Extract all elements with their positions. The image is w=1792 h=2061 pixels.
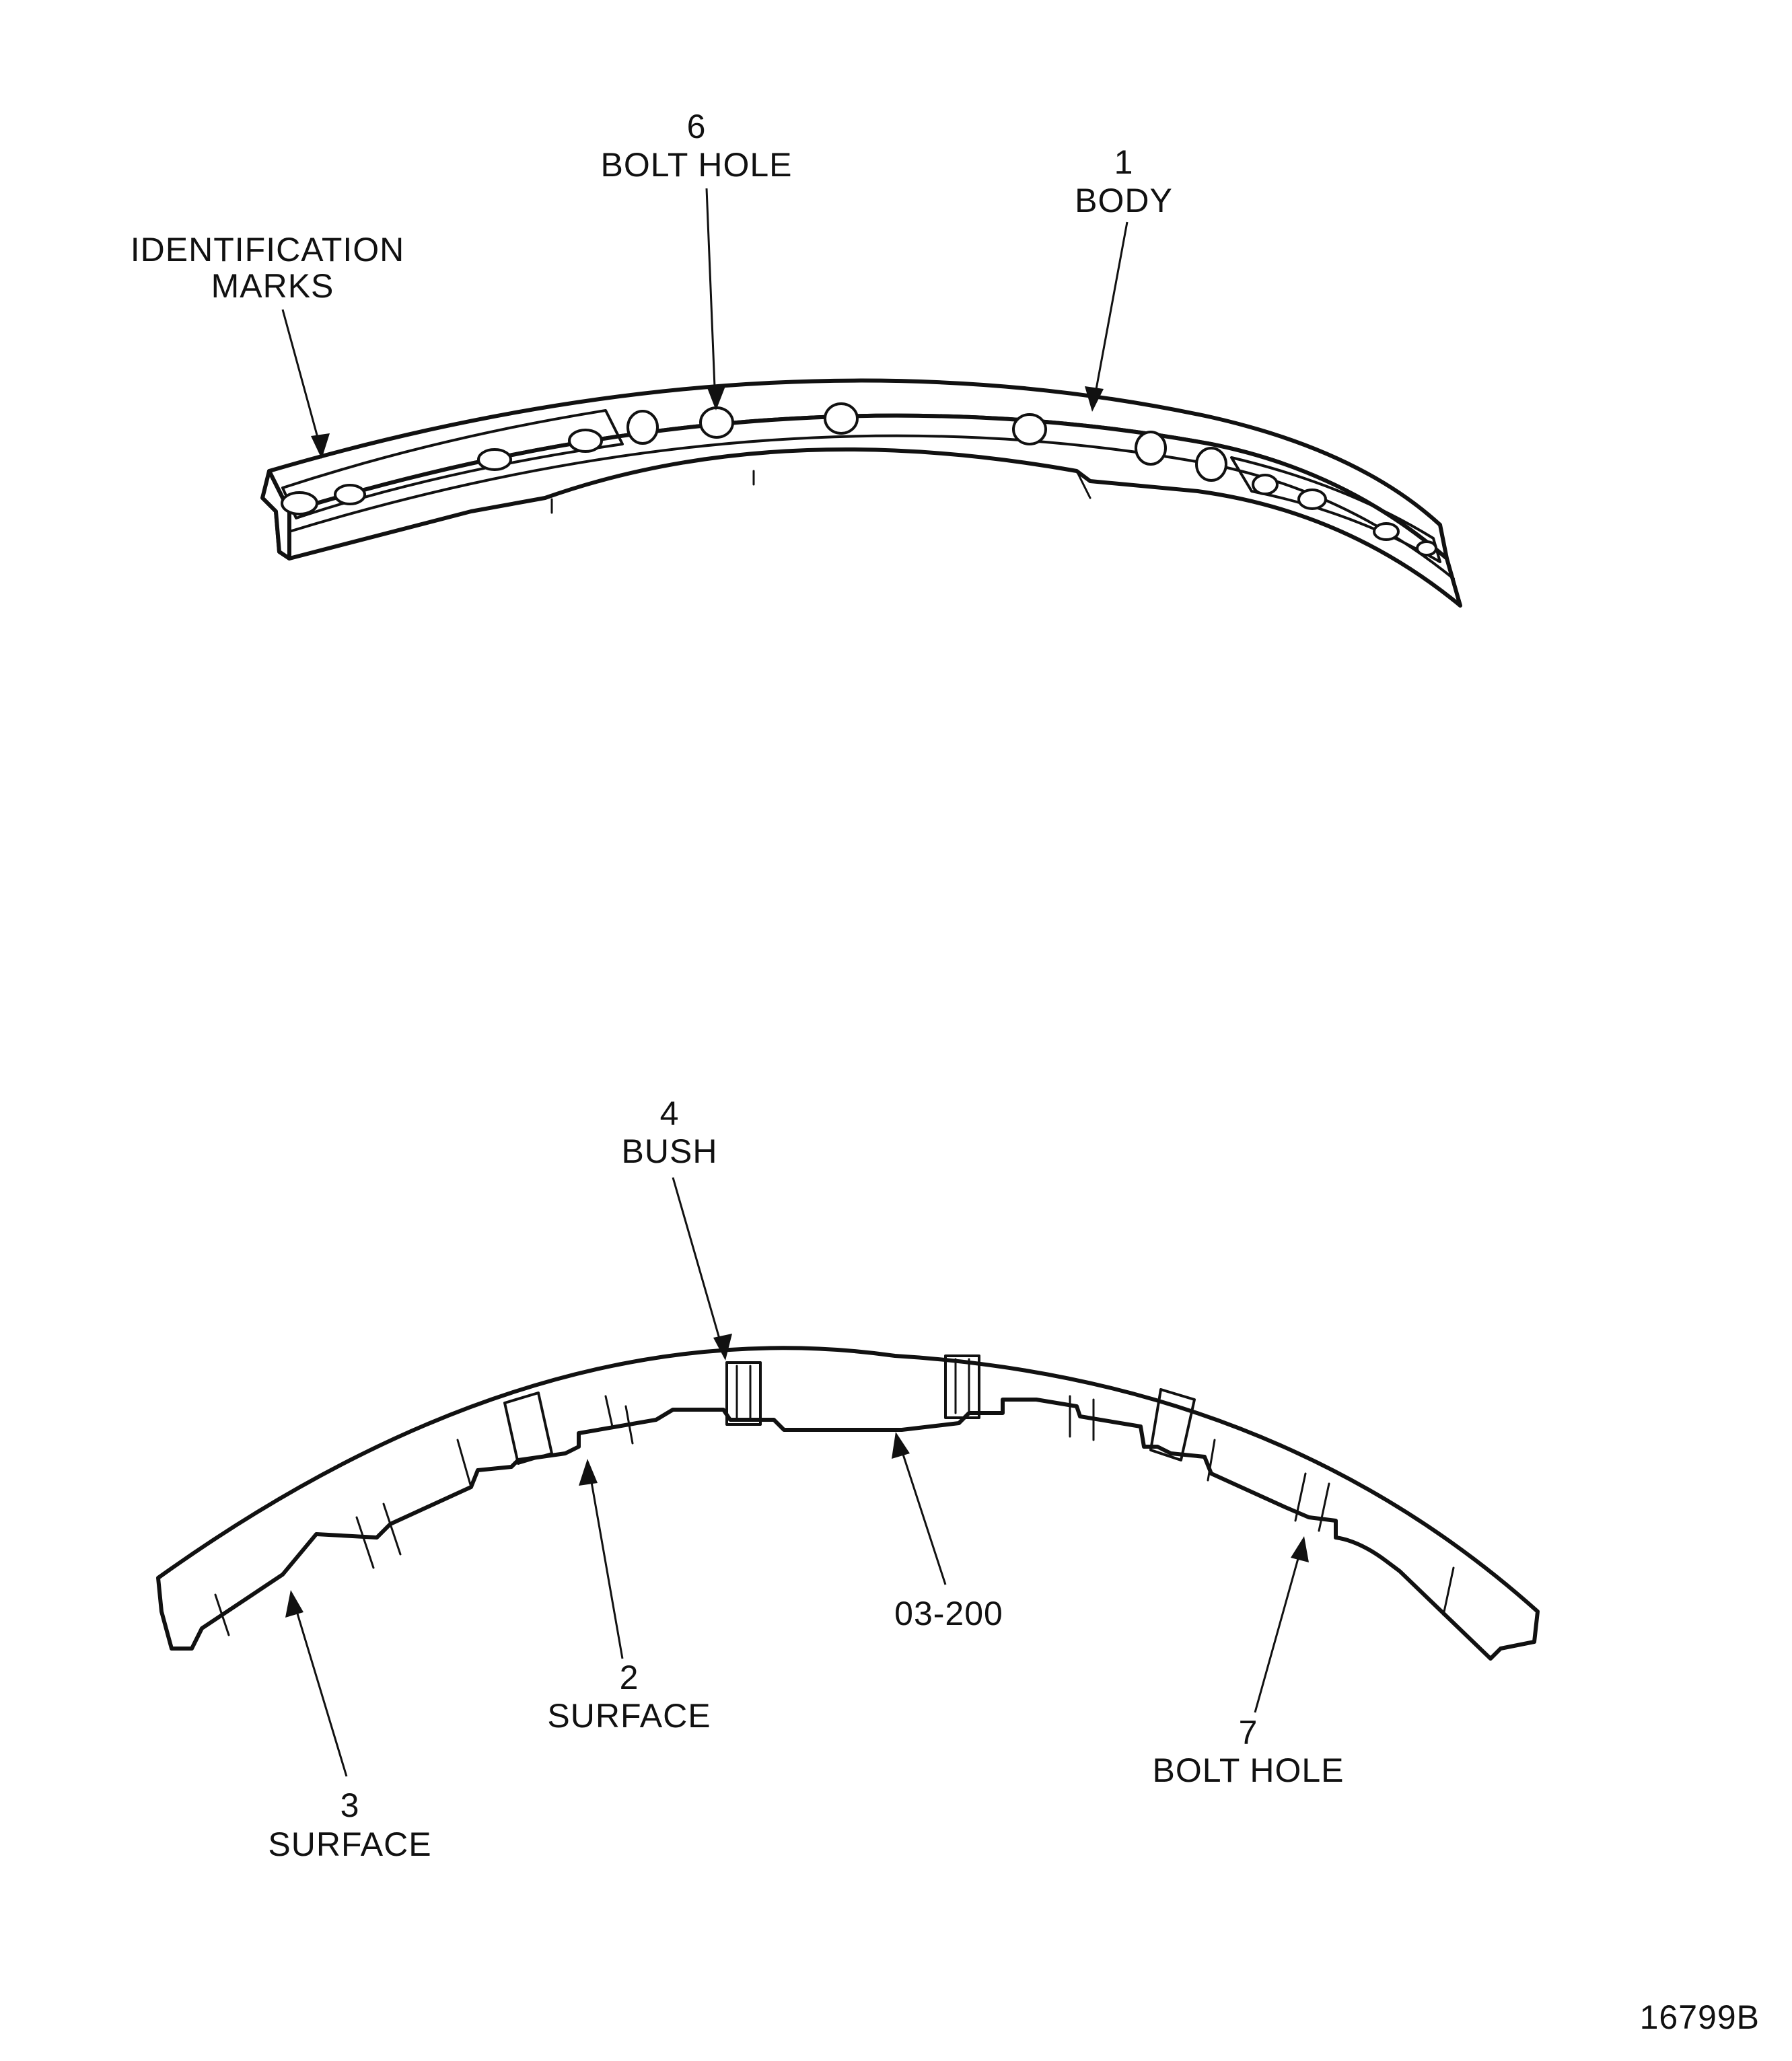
bottom-leaders xyxy=(285,1177,1309,1777)
bush xyxy=(503,1391,553,1465)
identification-marks-line2: MARKS xyxy=(211,267,334,305)
bolt-hole-recess xyxy=(1373,522,1400,541)
label-identification-marks: IDENTIFICATION MARKS xyxy=(131,231,415,305)
segment-outline xyxy=(156,1346,1540,1661)
bolt-hole xyxy=(1135,431,1167,466)
top-curved-body xyxy=(260,378,1462,608)
label-bolt-hole-6-number: 6 xyxy=(687,108,707,145)
bolt-hole xyxy=(1195,447,1227,482)
bolt-hole-recess xyxy=(1252,474,1279,495)
bolt-hole-recess xyxy=(1297,489,1327,510)
bolt-hole-recess xyxy=(568,429,603,453)
label-surface-3-number: 3 xyxy=(341,1786,360,1824)
top-leaders xyxy=(281,188,1128,459)
label-surface-2-number: 2 xyxy=(620,1659,639,1696)
label-bush-4-name: BUSH xyxy=(622,1132,718,1170)
label-bush-4-number: 4 xyxy=(660,1095,680,1132)
label-part-ref: 03-200 xyxy=(894,1595,1003,1632)
figure-number: 16799B xyxy=(1640,1998,1760,2036)
label-bolt-hole-7-name: BOLT HOLE xyxy=(1152,1751,1344,1789)
label-surface-3-name: SURFACE xyxy=(268,1825,431,1863)
bolt-hole-recess xyxy=(281,491,318,515)
bolt-hole-recess xyxy=(334,484,366,505)
bottom-arc-segment xyxy=(156,1346,1540,1661)
bolt-hole xyxy=(824,402,859,435)
label-surface-2-name: SURFACE xyxy=(547,1697,711,1735)
label-body-1-name: BODY xyxy=(1075,182,1173,219)
bush xyxy=(944,1354,980,1419)
bush xyxy=(1149,1388,1196,1461)
bolt-hole-recess xyxy=(1416,540,1437,556)
bolt-hole xyxy=(1012,413,1047,445)
label-body-1-number: 1 xyxy=(1114,143,1134,181)
bolt-hole xyxy=(626,410,659,445)
bolt-hole-recess xyxy=(477,448,512,471)
identification-marks-line1: IDENTIFICATION xyxy=(131,231,405,268)
bolt-hole xyxy=(699,406,734,439)
bush xyxy=(725,1361,762,1426)
label-bolt-hole-6-name: BOLT HOLE xyxy=(600,146,792,184)
identification-recess-left xyxy=(281,409,624,519)
label-bolt-hole-7-number: 7 xyxy=(1239,1714,1258,1751)
